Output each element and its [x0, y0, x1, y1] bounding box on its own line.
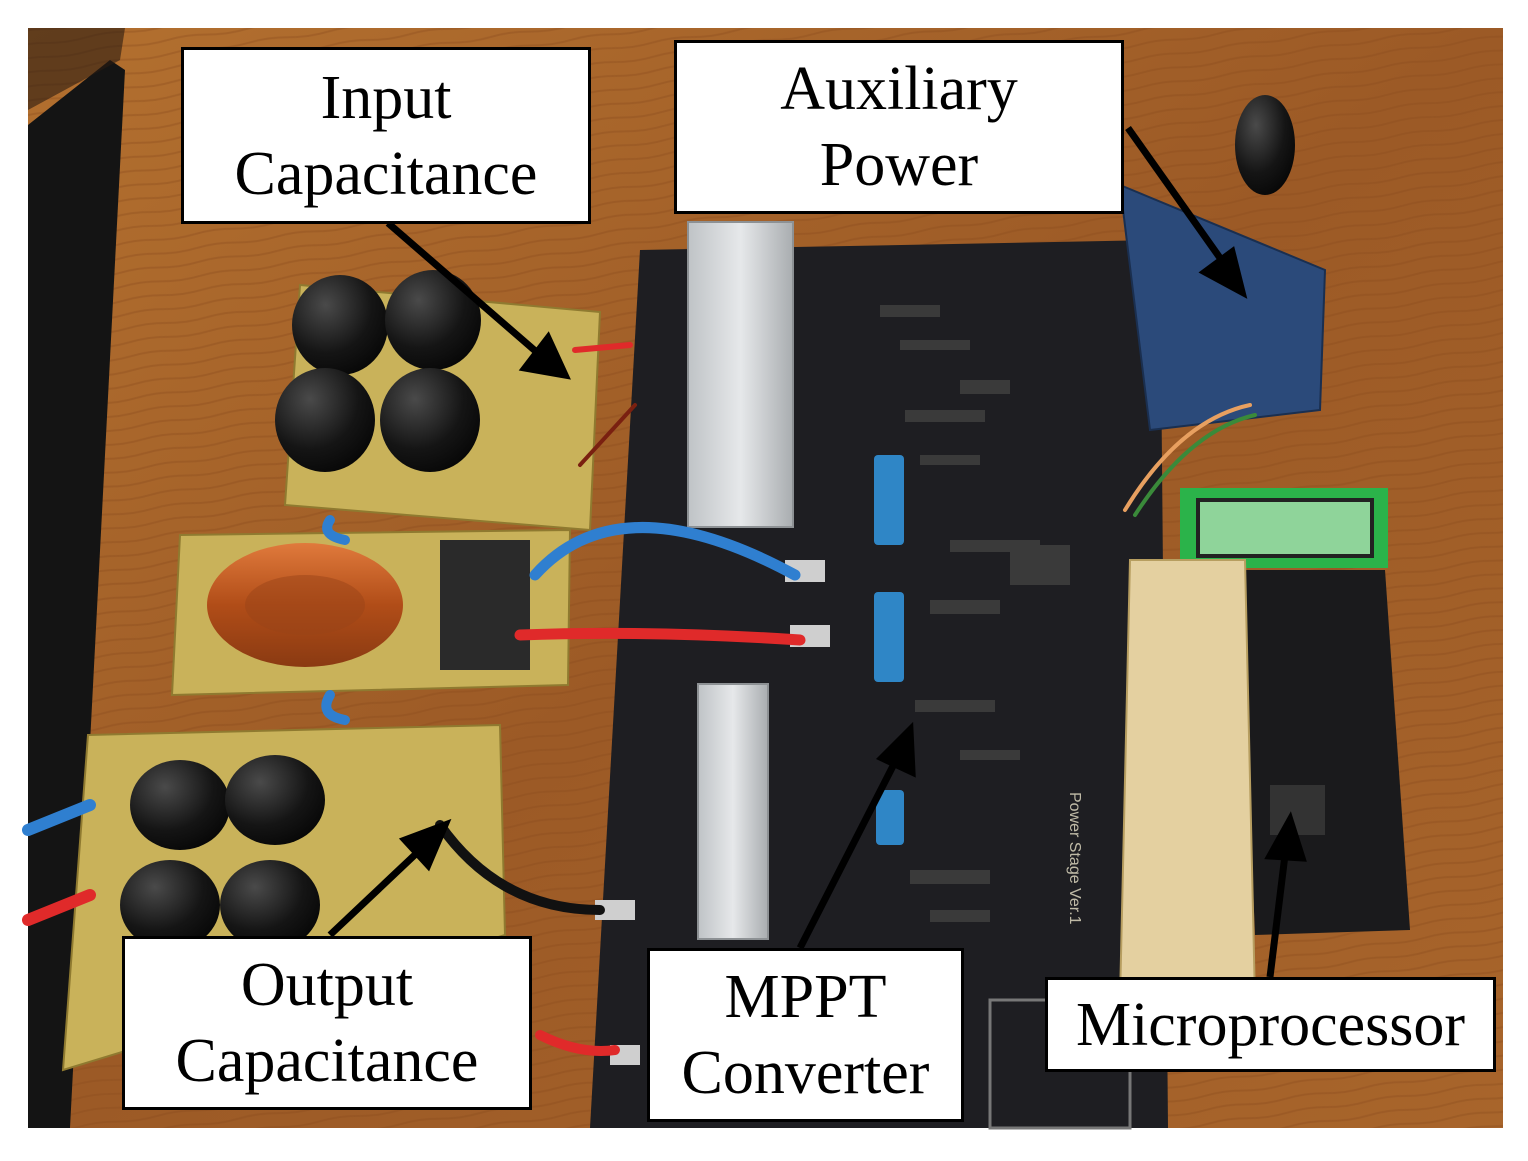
output-capacitance-line1: Output	[240, 951, 414, 1019]
microprocessor-board	[1240, 570, 1410, 935]
output-capacitance-line2: Capacitance	[175, 1027, 479, 1095]
black-frame-bar	[28, 60, 125, 1128]
wires	[22, 342, 1257, 1056]
smd-components	[880, 305, 1070, 922]
film-capacitors	[874, 455, 904, 845]
input-capacitance-label: Input Capacitance	[181, 47, 591, 224]
input-capacitance-line2: Capacitance	[234, 139, 538, 208]
microprocessor-line1: Microprocessor	[1075, 990, 1466, 1059]
microprocessor-label: Microprocessor	[1045, 977, 1496, 1072]
output-capacitors	[120, 755, 325, 950]
mppt-converter-line1: MPPT	[724, 963, 887, 1031]
auxiliary-power-line1: Auxiliary	[780, 55, 1018, 123]
output-capacitance-label: Output Capacitance	[122, 936, 532, 1110]
lcd-screen	[1196, 498, 1374, 558]
input-capacitance-line1: Input	[320, 63, 452, 132]
heatsink-top	[687, 221, 794, 528]
callout-arrows	[327, 125, 1307, 978]
auxiliary-power-board	[1118, 183, 1327, 432]
auxiliary-power-line2: Power	[819, 131, 979, 199]
input-capacitors	[275, 270, 481, 472]
prototype-board	[1118, 559, 1257, 1001]
board-silkscreen-text: Power Stage Ver.1	[1066, 792, 1083, 925]
mppt-converter-label: MPPT Converter	[647, 948, 964, 1122]
heatsink-bottom	[697, 683, 769, 940]
auxiliary-power-label: Auxiliary Power	[674, 40, 1124, 214]
mppt-converter-line2: Converter	[681, 1039, 930, 1107]
